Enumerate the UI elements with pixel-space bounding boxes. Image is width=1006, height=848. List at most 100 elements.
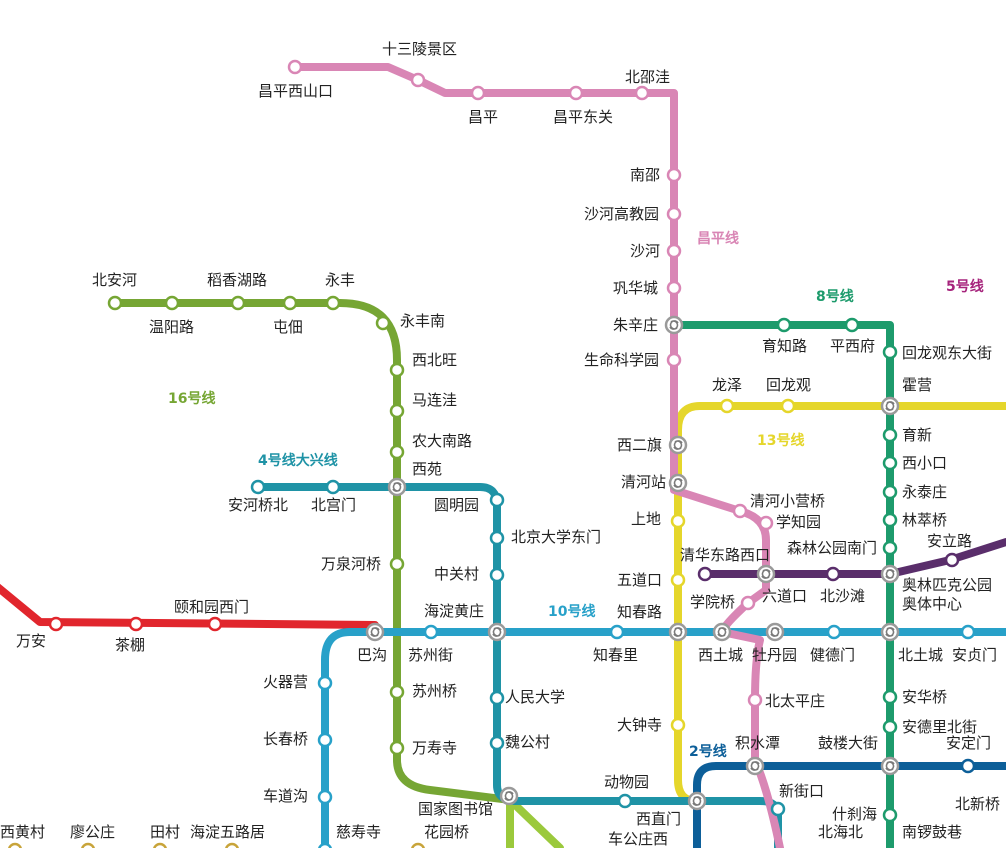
station-shengmingkexueyuan[interactable]: [666, 352, 682, 368]
label-shahe: 沙河: [630, 242, 660, 260]
label-haidianhuangzhuang: 海淀黄庄: [424, 602, 484, 620]
station-beijingdaxuedongmen[interactable]: [489, 530, 505, 546]
station-huoqiying[interactable]: [317, 675, 333, 691]
transfer-jishuitan[interactable]: [745, 756, 765, 776]
station-daoxianghulu[interactable]: [230, 295, 246, 311]
transfer-zhichunlu[interactable]: [668, 622, 688, 642]
station-lincuiqiao[interactable]: [882, 512, 898, 528]
station-huayuanqiao-dot[interactable]: [411, 842, 425, 848]
station-wanan[interactable]: [48, 616, 64, 632]
station-beitaipingzhuang[interactable]: [747, 692, 763, 708]
transfer-liudaokou[interactable]: [756, 564, 776, 584]
label-huilongguan: 回龙观: [766, 376, 811, 394]
line16-label: 16号线: [168, 390, 215, 407]
station-shahegaojiaoyuan[interactable]: [666, 206, 682, 222]
station-suzhouqiao[interactable]: [389, 684, 405, 700]
transfer-xierqi[interactable]: [668, 435, 688, 455]
transfer-bagou[interactable]: [365, 622, 385, 642]
station-yongtaizhuang[interactable]: [882, 484, 898, 500]
station-shichahai[interactable]: [882, 807, 898, 823]
station-beigongmen[interactable]: [325, 479, 341, 495]
transfer-zhuxinzhuang[interactable]: [664, 315, 684, 335]
station-andelibeijie[interactable]: [882, 719, 898, 735]
transfer-gulou[interactable]: [880, 756, 900, 776]
station-changchunqiao[interactable]: [317, 732, 333, 748]
label-beigongmen: 北宫门: [311, 496, 356, 514]
station-xueyuanqiao[interactable]: [740, 595, 756, 611]
station-chapeng[interactable]: [128, 616, 144, 632]
station-zhongguancun[interactable]: [489, 567, 505, 583]
station-yuxin[interactable]: [882, 427, 898, 443]
station-beianhe[interactable]: [107, 295, 123, 311]
transfer-xiyuan[interactable]: [387, 477, 407, 497]
station-xixiaokou[interactable]: [882, 455, 898, 471]
station-changping[interactable]: [470, 85, 486, 101]
station-huilongguan[interactable]: [780, 398, 796, 414]
label-wudaokou: 五道口: [617, 571, 662, 589]
station-chedaogou[interactable]: [317, 789, 333, 805]
station-dongwuyuan[interactable]: [617, 793, 633, 809]
station-senlingongyuannanmen[interactable]: [882, 540, 898, 556]
station-tunjia[interactable]: [282, 295, 298, 311]
label-yongtaizhuang: 永泰庄: [902, 483, 947, 501]
station-beishatan[interactable]: [825, 566, 841, 582]
transfer-huoying[interactable]: [880, 396, 900, 416]
station-changpingdongguan[interactable]: [568, 85, 584, 101]
station-wanshousi[interactable]: [389, 740, 405, 756]
station-xinjiekou[interactable]: [770, 801, 786, 817]
station-wudaokou[interactable]: [670, 572, 686, 588]
station-qinghuadonglu[interactable]: [697, 566, 713, 582]
station-xihuangcun-dot[interactable]: [8, 842, 22, 848]
line5-label: 5号线: [946, 278, 984, 295]
station-haidianwulu-dot[interactable]: [225, 842, 239, 848]
station-shahe[interactable]: [666, 243, 682, 259]
station-zhichunli[interactable]: [609, 624, 625, 640]
station-changpingxishankou[interactable]: [287, 59, 303, 75]
station-anhuaqiao[interactable]: [882, 689, 898, 705]
transfer-guojiatushuguan[interactable]: [499, 786, 519, 806]
station-yongfeng[interactable]: [325, 295, 341, 311]
station-anheqiaobei[interactable]: [250, 479, 266, 495]
station-gonghuacheng[interactable]: [666, 280, 682, 296]
station-renmindaxue[interactable]: [489, 690, 505, 706]
station-beishaowa[interactable]: [634, 85, 650, 101]
transfer-aolinpikegongyuan[interactable]: [880, 564, 900, 584]
label-yuanmingyuan: 圆明园: [434, 496, 479, 514]
label-dazhongsi: 大钟寺: [617, 716, 662, 734]
station-longze[interactable]: [719, 398, 735, 414]
station-anzhenmen[interactable]: [960, 624, 976, 640]
station-liaogongzhuang-dot[interactable]: [81, 842, 95, 848]
station-tiancun-dot[interactable]: [153, 842, 167, 848]
station-malianwa[interactable]: [389, 403, 405, 419]
station-shangdi[interactable]: [670, 513, 686, 529]
transfer-mudanyuan[interactable]: [765, 622, 785, 642]
station-cishousi-dot[interactable]: [318, 842, 332, 848]
station-yiheyuanximen[interactable]: [207, 616, 223, 632]
label-xizhimen: 西直门: [636, 810, 681, 828]
station-qinghexiaoyingqiao[interactable]: [732, 503, 748, 519]
station-weigongcun[interactable]: [489, 735, 505, 751]
station-nanshao[interactable]: [666, 167, 682, 183]
station-suzhoujie[interactable]: [423, 624, 439, 640]
station-huilongguandongdajie[interactable]: [882, 344, 898, 360]
station-yuanmingyuan[interactable]: [489, 492, 505, 508]
station-dazhongsi[interactable]: [670, 717, 686, 733]
station-shisanlingjingqu[interactable]: [410, 72, 426, 88]
station-anding[interactable]: [960, 758, 976, 774]
transfer-haidianhuangzhuang[interactable]: [487, 622, 507, 642]
transfer-beitucheng[interactable]: [880, 622, 900, 642]
station-wanquanhe[interactable]: [389, 556, 405, 572]
station-pingxifu[interactable]: [844, 317, 860, 333]
transfer-xizhimen[interactable]: [687, 791, 707, 811]
station-jiandemen[interactable]: [826, 624, 842, 640]
station-nongdananlu[interactable]: [389, 444, 405, 460]
label-changpingdongguan: 昌平东关: [553, 108, 613, 126]
station-xibeiwang[interactable]: [389, 362, 405, 378]
station-wenyanglu[interactable]: [164, 295, 180, 311]
station-xuezhiyuan[interactable]: [758, 515, 774, 531]
station-yongfengnan[interactable]: [375, 315, 391, 331]
transfer-qinghezhan[interactable]: [668, 473, 688, 493]
transfer-xitucheng[interactable]: [712, 622, 732, 642]
station-yuzhilu[interactable]: [776, 317, 792, 333]
station-anli[interactable]: [944, 552, 960, 568]
